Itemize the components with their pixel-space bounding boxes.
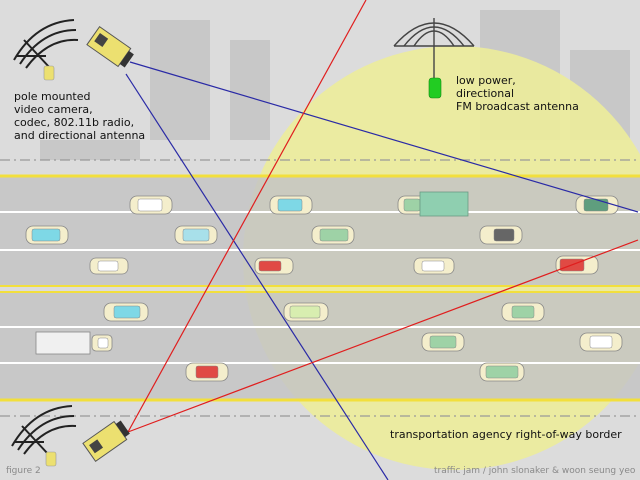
car-icon	[575, 195, 619, 215]
border-label: transportation agency right-of-way borde…	[390, 428, 622, 441]
sight-line-blue	[125, 73, 389, 480]
credit-text: traffic jam / john slonaker & woon seung…	[434, 466, 636, 476]
pole-camera-icon	[11, 405, 130, 467]
car-icon	[129, 195, 173, 215]
car-icon	[283, 302, 329, 322]
sight-line-red	[127, 239, 639, 433]
car-icon	[555, 255, 599, 275]
car-icon	[269, 195, 313, 215]
camera-description-label: pole mounted video camera, codec, 802.11…	[14, 90, 146, 142]
car-icon	[103, 302, 149, 322]
car-icon	[311, 225, 355, 245]
fm-antenna-label: low power, directional FM broadcast ante…	[456, 74, 579, 113]
fm-antenna-icon	[393, 18, 475, 99]
car-icon	[254, 257, 294, 275]
camera-sight-lines	[125, 0, 639, 480]
car-icon	[421, 332, 465, 352]
car-icon	[501, 302, 545, 322]
car-icon	[25, 225, 69, 245]
sight-line-red	[127, 0, 367, 433]
car-icon	[479, 225, 523, 245]
truck-icon	[419, 191, 469, 217]
truck-icon	[35, 331, 113, 355]
radio-antenna-icon	[13, 19, 79, 69]
car-icon	[89, 257, 129, 275]
car-icon	[174, 225, 218, 245]
figure-number: figure 2	[6, 466, 41, 476]
car-icon	[413, 257, 455, 275]
car-icon	[185, 362, 229, 382]
sight-line-blue	[129, 61, 639, 213]
car-icon	[479, 362, 525, 382]
vehicles	[25, 191, 623, 382]
car-icon	[579, 332, 623, 352]
radio-antenna-icon	[11, 405, 77, 455]
pole-camera-icon	[13, 19, 134, 81]
